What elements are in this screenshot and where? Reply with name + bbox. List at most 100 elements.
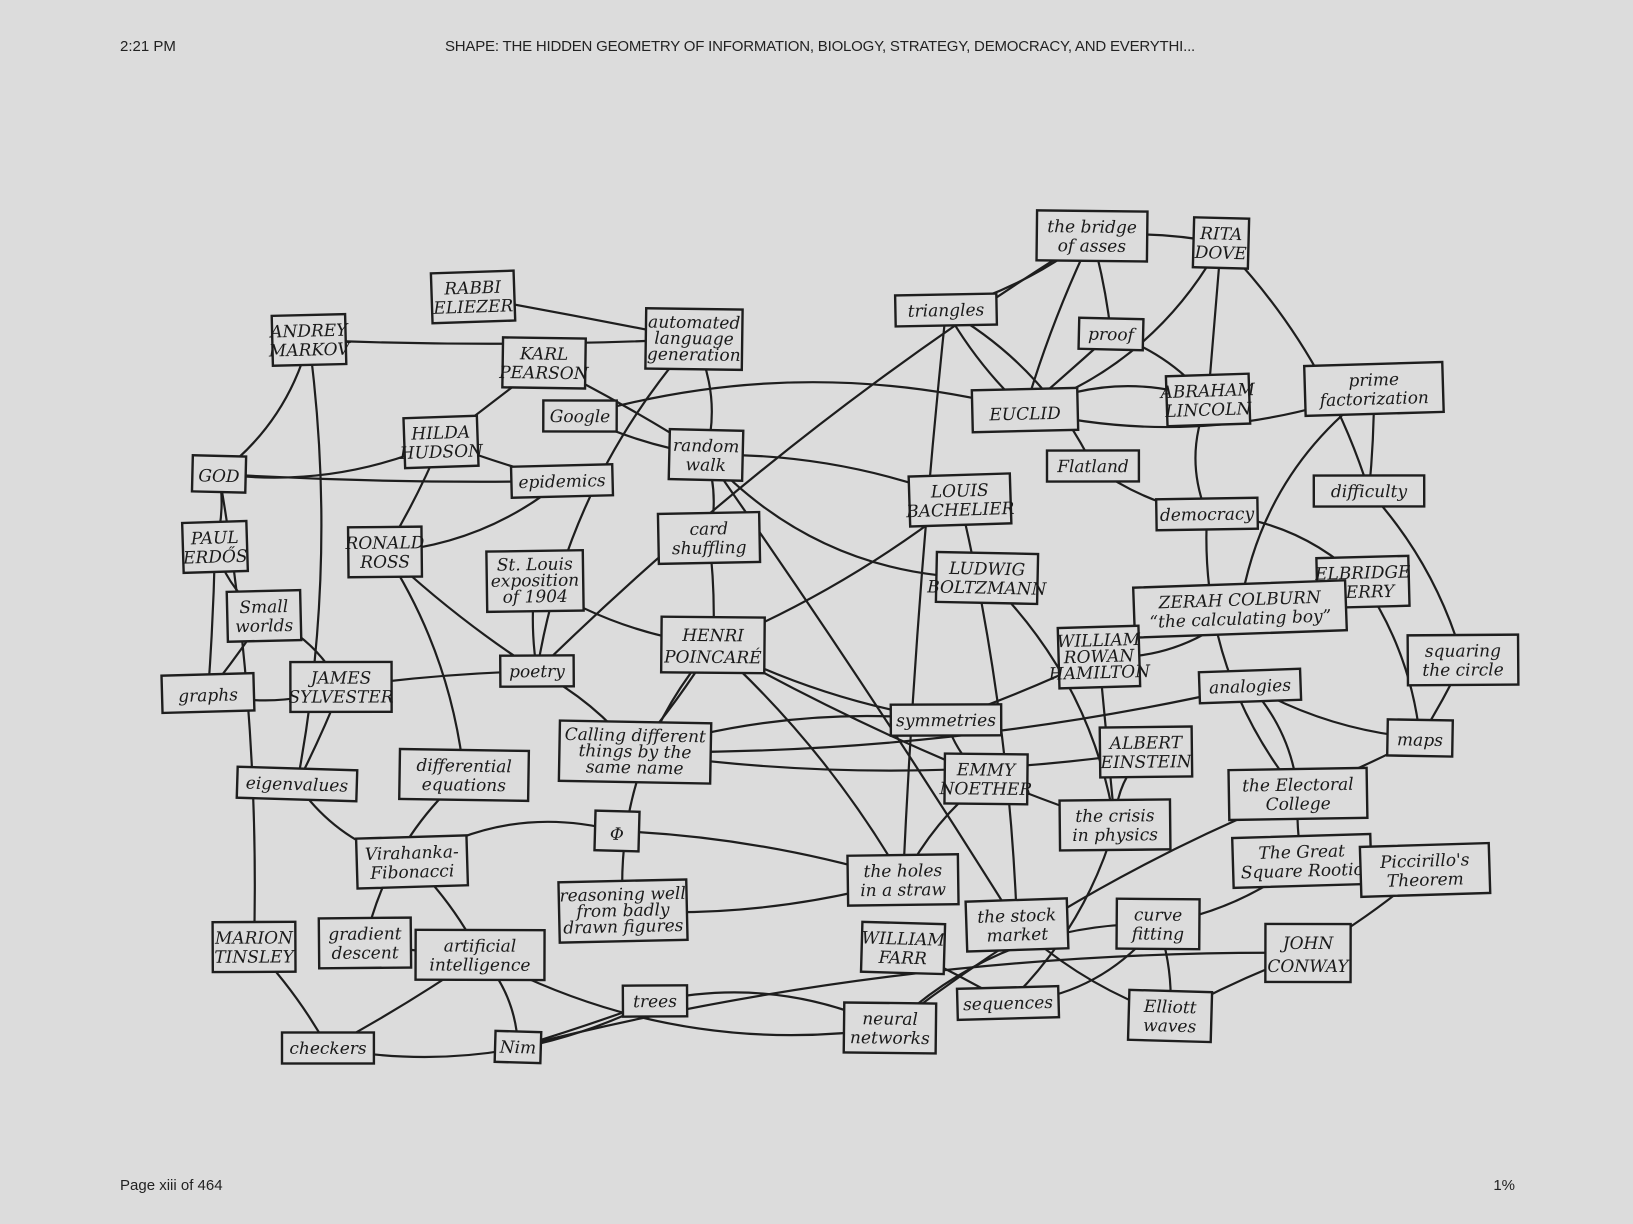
node-label: checkers	[289, 1039, 367, 1059]
node-label: fitting	[1130, 924, 1185, 944]
node-box	[1115, 897, 1201, 951]
node-box	[1077, 316, 1145, 352]
node-box	[1098, 725, 1194, 779]
node-label: LOUIS	[929, 481, 989, 503]
node-box	[211, 920, 297, 974]
node-box	[557, 719, 713, 785]
node-box	[280, 1031, 376, 1065]
node-box	[593, 809, 641, 853]
node-maps: maps	[1385, 718, 1455, 758]
node-label: Φ	[610, 825, 625, 845]
node-label: JAMES	[308, 669, 372, 689]
node-label: exposition	[491, 571, 580, 592]
node-label: Nim	[498, 1038, 536, 1059]
node-label: from badly	[574, 900, 670, 922]
node-label: graphs	[178, 685, 238, 707]
node-label: analogies	[1209, 676, 1292, 699]
node-label: Small	[239, 597, 288, 618]
node-box	[1035, 209, 1149, 263]
node-eigenvalues: eigenvalues	[235, 765, 359, 803]
node-label: BACHELIER	[905, 499, 1015, 522]
node-box	[180, 519, 250, 575]
node-label: drawn figures	[563, 916, 684, 939]
node-box	[485, 548, 585, 614]
node-box	[402, 414, 480, 470]
node-box	[889, 703, 1003, 737]
node-box	[964, 897, 1070, 953]
node-label: neural	[862, 1009, 918, 1030]
node-box	[1406, 633, 1520, 687]
node-label: ERDŐS	[182, 546, 248, 569]
node-label: the Electoral	[1242, 775, 1354, 797]
edge-rita-dove-to-difficulty	[1219, 241, 1371, 493]
node-box	[621, 984, 689, 1018]
node-label: equations	[422, 775, 507, 796]
node-checkers: checkers	[280, 1031, 376, 1065]
node-box	[493, 1029, 543, 1065]
node-box	[1312, 474, 1426, 508]
node-box	[1264, 922, 1352, 984]
node-box	[970, 386, 1080, 434]
node-label: HILDA	[410, 423, 470, 445]
node-box	[1164, 372, 1252, 428]
node-box	[429, 269, 517, 325]
edge-ronald-ross-to-differential-equations	[383, 550, 466, 777]
node-label: walk	[685, 455, 726, 476]
node-label: descent	[331, 943, 398, 964]
edge-the-bridge-of-asses-to-poetry	[535, 234, 1094, 673]
node-box	[934, 550, 1040, 606]
node-box	[846, 853, 960, 907]
node-difficulty: difficulty	[1312, 474, 1426, 508]
node-label: waves	[1143, 1016, 1197, 1037]
node-label: EMMY	[956, 760, 1017, 781]
node-label: ROSS	[359, 552, 410, 573]
node-label: worlds	[235, 616, 294, 637]
node-label: The Great	[1258, 841, 1345, 864]
node-box	[1154, 496, 1260, 532]
node-box	[289, 660, 393, 714]
node-label: Fibonacci	[369, 861, 454, 883]
node-box	[859, 920, 947, 976]
node-box	[1358, 841, 1492, 899]
node-box	[557, 878, 689, 944]
node-label: Calling different	[565, 725, 707, 748]
edge-triangles-to-the-holes-in-a-straw	[901, 308, 948, 882]
node-box	[414, 928, 546, 982]
node-label: ELIEZER	[432, 296, 514, 319]
node-label: democracy	[1160, 504, 1255, 525]
node-box	[501, 336, 587, 390]
node-label: sequences	[963, 993, 1054, 1015]
node-box	[1058, 798, 1172, 852]
node-box	[955, 984, 1061, 1022]
node-label: Virahanka-	[365, 842, 460, 865]
node-label: SYLVESTER	[288, 688, 393, 708]
edge-ludwig-boltzmann-to-the-crisis-in-physics	[985, 576, 1117, 827]
node-box	[1302, 360, 1445, 418]
node-label: shuffling	[672, 538, 747, 559]
node-label: squaring	[1425, 641, 1501, 662]
node-label: proof	[1088, 325, 1137, 346]
node-democracy: democracy	[1154, 496, 1260, 532]
node-label: EUCLID	[988, 404, 1061, 426]
